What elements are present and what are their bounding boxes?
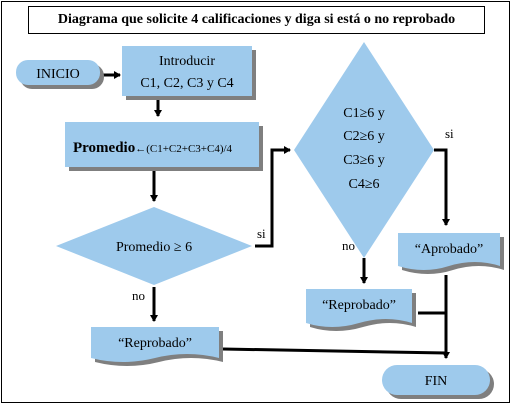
process-label-rest: ←(C1+C2+C3+C4)/4 xyxy=(135,143,232,155)
decision2-no-label: no xyxy=(342,238,355,253)
decision1-no-label: no xyxy=(132,288,145,303)
decision2-line3: C3≥6 y xyxy=(343,153,385,168)
document-reprobado-right: “Reprobado” xyxy=(306,289,416,331)
decision-promedio: Promedio ≥ 6 xyxy=(56,207,252,285)
end-label: FIN xyxy=(425,374,448,389)
decision2-line1: C1≥6 y xyxy=(343,106,385,121)
edge-decision2-yes xyxy=(434,148,450,226)
end-terminator: FIN xyxy=(382,365,494,399)
diagram-title: Diagrama que solicite 4 calificaciones y… xyxy=(28,6,485,34)
document-aprobado: “Aprobado” xyxy=(398,233,504,274)
process-box: Promedio←(C1+C2+C3+C4)/4 xyxy=(65,122,263,171)
decision-all-grades: C1≥6 y C2≥6 y C3≥6 y C4≥6 xyxy=(294,42,434,258)
input-label-line1: Introducir xyxy=(159,54,215,69)
aprobado-label: “Aprobado” xyxy=(415,242,483,257)
decision2-yes-label: si xyxy=(445,126,454,141)
decision2-line2: C2≥6 y xyxy=(343,129,385,144)
input-box: Introducir C1, C2, C3 y C4 xyxy=(122,46,256,100)
reprobado-right-label: “Reprobado” xyxy=(322,298,396,313)
edge-reprobado-left-fin xyxy=(222,347,447,355)
decision2-line4: C4≥6 xyxy=(348,177,379,192)
process-label-bold: Promedio xyxy=(73,140,135,156)
decision1-yes-label: si xyxy=(257,226,266,241)
connectors xyxy=(102,71,450,359)
start-label: INICIO xyxy=(36,67,80,82)
decision1-label: Promedio ≥ 6 xyxy=(116,240,192,255)
edge-decision1-yes xyxy=(255,146,291,248)
document-reprobado-left: “Reprobado” xyxy=(91,327,223,366)
process-label: Promedio←(C1+C2+C3+C4)/4 xyxy=(73,140,233,156)
input-label-line2: C1, C2, C3 y C4 xyxy=(140,76,233,91)
reprobado-left-label: “Reprobado” xyxy=(118,336,192,351)
start-terminator: INICIO xyxy=(16,60,104,89)
